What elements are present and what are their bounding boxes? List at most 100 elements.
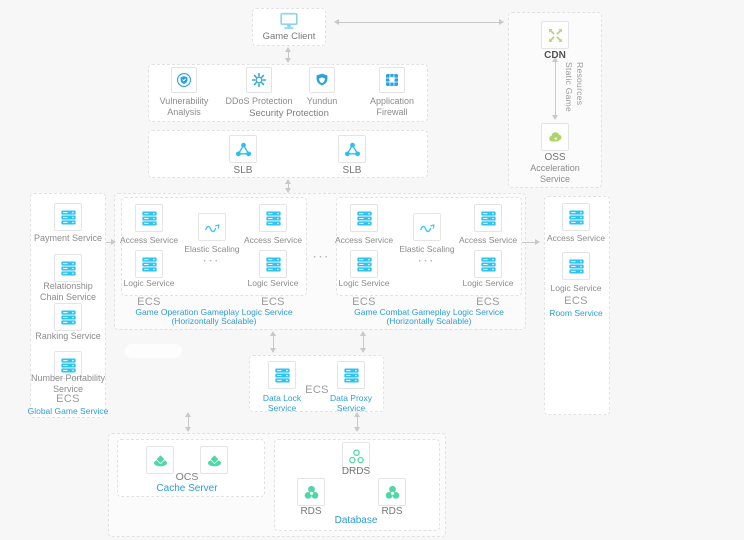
- slb-node-left: [229, 135, 257, 163]
- cb-logic-service-right-node: [474, 250, 502, 278]
- vulnerability-analysis-label: Vulnerability Analysis: [159, 96, 209, 117]
- op-ecs-right-label: ECS: [261, 296, 285, 308]
- application-firewall-label: Application Firewall: [369, 96, 415, 117]
- payment-service-node: [54, 203, 82, 231]
- load-balancer-icon: [234, 140, 253, 159]
- ddos-protection-node: [246, 67, 272, 93]
- gear-icon: [250, 71, 268, 89]
- global-game-service-title: Global Game Service: [27, 406, 109, 416]
- server-stack-icon: [479, 255, 498, 274]
- room-logic-service-node: [562, 252, 590, 280]
- arrow-slb-gamezone: [284, 179, 293, 193]
- database-title: Database: [334, 515, 378, 526]
- data-lock-service-label: Data Lock Service: [262, 393, 302, 414]
- room-logic-label: Logic Service: [550, 283, 602, 293]
- monitor-icon: [278, 10, 300, 32]
- server-stack-icon: [59, 308, 78, 327]
- three-circles-icon: [347, 447, 366, 466]
- number-portability-service-node: [54, 351, 82, 379]
- drds-node: [342, 442, 370, 470]
- cdn-label: CDN: [544, 50, 566, 61]
- arrow-gamezone-data-left: [269, 331, 278, 353]
- ocs-node-right: [200, 446, 228, 474]
- server-stack-icon: [355, 255, 374, 274]
- op-caption: Game Operation Gameplay Logic Service: [135, 307, 293, 317]
- cb-logic-service-left-node: [350, 250, 378, 278]
- room-access-label: Access Service: [546, 233, 606, 243]
- oss-label: OSS: [544, 152, 566, 163]
- acceleration-service-title: Acceleration Service: [530, 163, 580, 184]
- rds-cluster-icon: [383, 483, 402, 502]
- game-client-label: Game Client: [262, 31, 316, 42]
- rds-node-right: [378, 478, 406, 506]
- cb-caption: Game Combat Gameplay Logic Service: [354, 307, 504, 317]
- ocs-label: OCS: [175, 471, 199, 483]
- op-access-service-right-node: [259, 204, 287, 232]
- cb-elastic-scaling-node: [413, 213, 441, 241]
- arrow-cdn-oss: [551, 57, 560, 120]
- server-stack-icon: [59, 356, 78, 375]
- cache-server-title: Cache Server: [156, 483, 218, 494]
- slb-box: [148, 130, 428, 178]
- static-game-resources-label: Static Game Resources: [564, 62, 585, 113]
- server-stack-icon: [264, 209, 283, 228]
- cb-access-service-left-node: [350, 204, 378, 232]
- application-firewall-node: [379, 67, 405, 93]
- group-separator-ellipsis: ···: [313, 252, 331, 263]
- op-access-left-label: Access Service: [119, 235, 179, 245]
- cdn-arrows-icon: [546, 26, 565, 45]
- server-stack-icon: [342, 366, 361, 385]
- data-lock-service-node: [268, 361, 296, 389]
- slb-node-right: [338, 135, 366, 163]
- op-logic-left-label: Logic Service: [123, 278, 175, 288]
- data-proxy-service-label: Data Proxy Service: [329, 393, 373, 414]
- server-stack-icon: [355, 209, 374, 228]
- security-protection-title: Security Protection: [249, 108, 329, 119]
- server-stack-icon: [479, 209, 498, 228]
- server-stack-icon: [273, 366, 292, 385]
- relationship-chain-service-label: Relationship Chain Service: [39, 281, 97, 302]
- vulnerability-analysis-node: [171, 67, 197, 93]
- load-balancer-icon: [343, 140, 362, 159]
- slb-right-label: SLB: [342, 165, 362, 176]
- cb-ecs-left-label: ECS: [352, 296, 376, 308]
- cb-ecs-right-label: ECS: [476, 296, 500, 308]
- ranking-service-label: Ranking Service: [35, 331, 101, 341]
- shield-check-icon: [175, 71, 193, 89]
- arrow-client-cdn: [334, 18, 504, 27]
- op-ellipsis: ···: [203, 256, 221, 267]
- cloud-icon: [546, 128, 565, 147]
- cb-caption-sub: (Horizontally Scalable): [386, 316, 472, 326]
- relationship-chain-service-node: [54, 254, 82, 282]
- elastic-scaling-icon: [203, 218, 222, 237]
- cb-access-right-label: Access Service: [458, 235, 518, 245]
- cache-server-box: [117, 439, 265, 497]
- server-stack-icon: [140, 209, 159, 228]
- rds-node-left: [297, 478, 325, 506]
- room-ecs-label: ECS: [564, 295, 588, 307]
- slb-left-label: SLB: [233, 165, 253, 176]
- cb-logic-left-label: Logic Service: [338, 278, 390, 288]
- server-stack-icon: [567, 257, 586, 276]
- cache-stack-icon: [151, 451, 170, 470]
- cb-access-left-label: Access Service: [334, 235, 394, 245]
- room-service-title: Room Service: [549, 308, 603, 318]
- yundun-node: [309, 67, 335, 93]
- rds-cluster-icon: [302, 483, 321, 502]
- op-ecs-left-label: ECS: [137, 296, 161, 308]
- op-caption-sub: (Horizontally Scalable): [171, 316, 257, 326]
- op-access-right-label: Access Service: [243, 235, 303, 245]
- yundun-label: Yundun: [306, 96, 338, 106]
- ranking-service-node: [54, 303, 82, 331]
- rds-right-label: RDS: [381, 506, 403, 517]
- data-proxy-service-node: [337, 361, 365, 389]
- ddos-protection-label: DDoS Protection: [225, 96, 293, 106]
- op-logic-service-right-node: [259, 250, 287, 278]
- server-stack-icon: [59, 208, 78, 227]
- highlight-pill: [125, 344, 182, 358]
- server-stack-icon: [264, 255, 283, 274]
- arrow-gamezone-data-right: [359, 331, 368, 353]
- global-ecs-label: ECS: [56, 393, 80, 405]
- cdn-node: [541, 21, 569, 49]
